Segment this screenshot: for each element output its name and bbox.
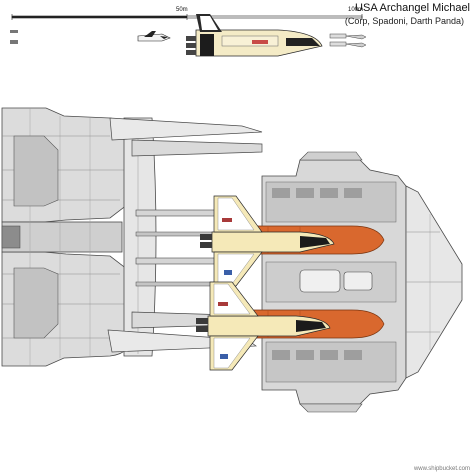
page-subtitle: (Corp, Spadoni, Darth Panda) — [344, 16, 464, 26]
human-scale-figure — [10, 30, 18, 44]
credit-watermark: www.shipbucket.com — [413, 466, 470, 472]
reference-orbiter-small — [137, 31, 171, 42]
page-title: USA Archangel Michael — [355, 2, 470, 14]
aft-engine-block — [1, 107, 157, 367]
docked-shuttle-lower — [196, 281, 385, 371]
reference-shuttle-stack — [186, 14, 323, 57]
reference-pods — [329, 33, 367, 48]
scale-bar — [11, 14, 363, 20]
scale-label-100m: 100m — [348, 7, 364, 13]
docked-shuttle-upper — [200, 195, 385, 287]
scale-label-50m: 50m — [176, 7, 188, 13]
forward-hull — [261, 151, 463, 413]
